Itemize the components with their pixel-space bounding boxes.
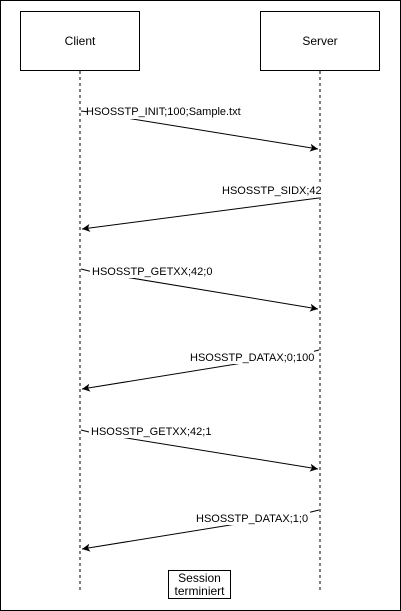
message-label-4: HSOSSTP_DATAX;0;100 — [190, 352, 314, 364]
message-6: HSOSSTP_DATAX;1;0 — [81, 509, 320, 552]
message-label-3: HSOSSTP_GETXX;42;0 — [92, 266, 212, 278]
server-participant: Server — [260, 11, 380, 71]
session-note-line1: Session — [178, 570, 221, 585]
message-5: HSOSSTP_GETXX;42;1 — [80, 424, 319, 472]
message-4: HSOSSTP_DATAX;0;100 — [81, 349, 320, 392]
message-1: HSOSSTP_INIT;100;Sample.txt — [80, 105, 319, 152]
server-label: Server — [302, 34, 338, 48]
client-label: Client — [64, 34, 96, 48]
session-note-line2: terminiert — [174, 583, 225, 598]
message-3: HSOSSTP_GETXX;42;0 — [80, 264, 319, 312]
session-terminated-note: Session terminiert — [168, 570, 231, 599]
message-label-5: HSOSSTP_GETXX;42;1 — [91, 426, 211, 438]
message-label-6: HSOSSTP_DATAX;1;0 — [196, 513, 308, 525]
message-label-1: HSOSSTP_INIT;100;Sample.txt — [86, 106, 241, 118]
message-2: HSOSSTP_SIDX;42 — [81, 183, 323, 232]
client-participant: Client — [20, 11, 140, 71]
message-label-2: HSOSSTP_SIDX;42 — [222, 185, 322, 197]
